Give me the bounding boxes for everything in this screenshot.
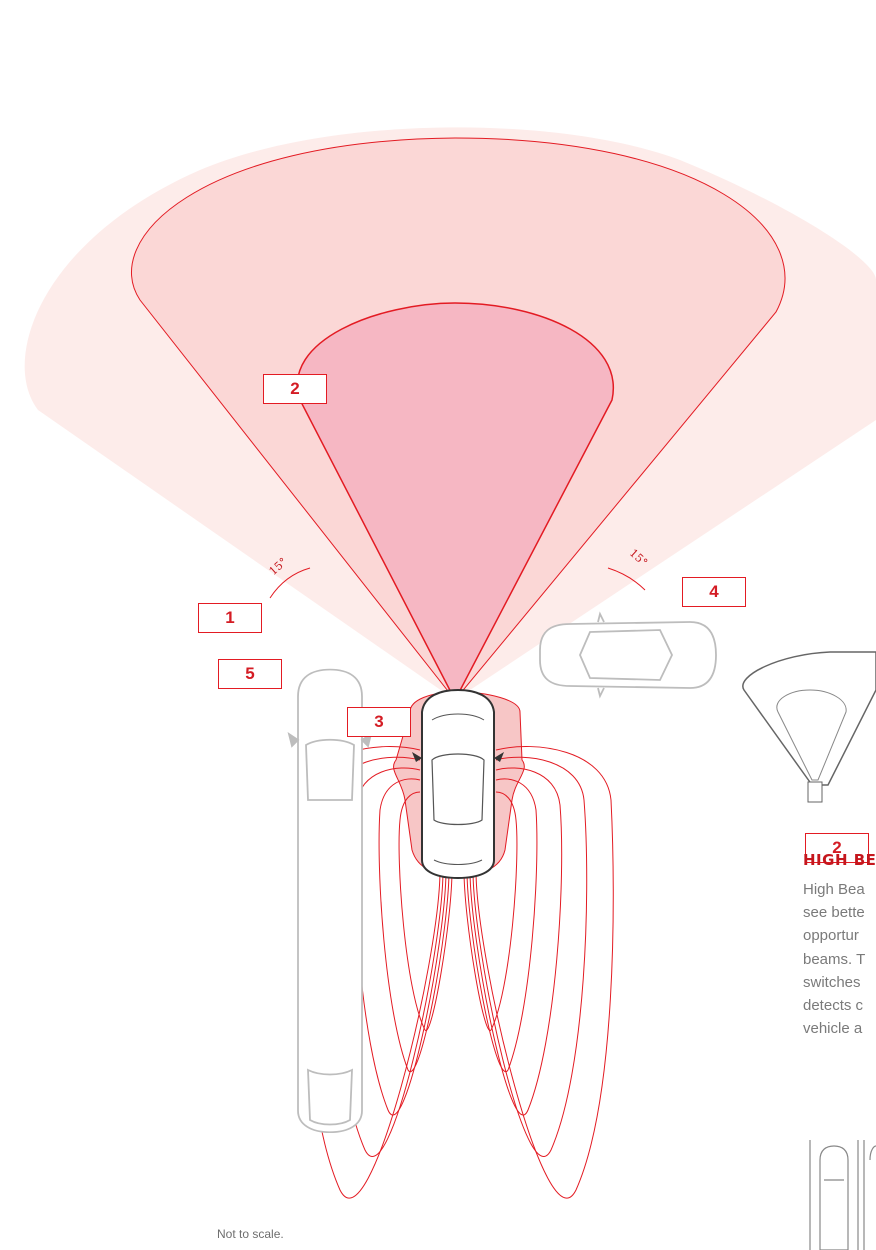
ego-car — [412, 688, 504, 880]
panel-heading: HIGH BE — [803, 851, 876, 869]
thumbnail-cars — [809, 1140, 876, 1250]
panel-line: opportur — [803, 927, 859, 945]
footnote: Not to scale. — [217, 1227, 284, 1241]
panel-line: switches — [803, 973, 861, 991]
callout-1: 1 — [198, 603, 262, 633]
panel-body: High Bea see bette opportur beams. T swi… — [803, 878, 876, 1040]
angle-arc-right — [607, 567, 646, 591]
cross-traffic-car — [539, 611, 717, 699]
parked-car — [287, 668, 373, 1134]
angle-arc-left — [269, 567, 311, 599]
high-beam-cone — [296, 302, 615, 702]
thumbnail-high-beam — [742, 651, 876, 803]
panel-line: vehicle a — [803, 1020, 863, 1038]
panel-line: detects c — [803, 997, 864, 1015]
callout-3: 3 — [347, 707, 411, 737]
callout-panel-2: 2 — [805, 833, 869, 863]
callout-2: 2 — [263, 374, 327, 404]
callout-4: 4 — [682, 577, 746, 607]
panel-line: see bette — [803, 904, 865, 922]
callout-5: 5 — [218, 659, 282, 689]
panel-line: High Bea — [803, 881, 865, 898]
panel-line: beams. T — [803, 950, 866, 968]
